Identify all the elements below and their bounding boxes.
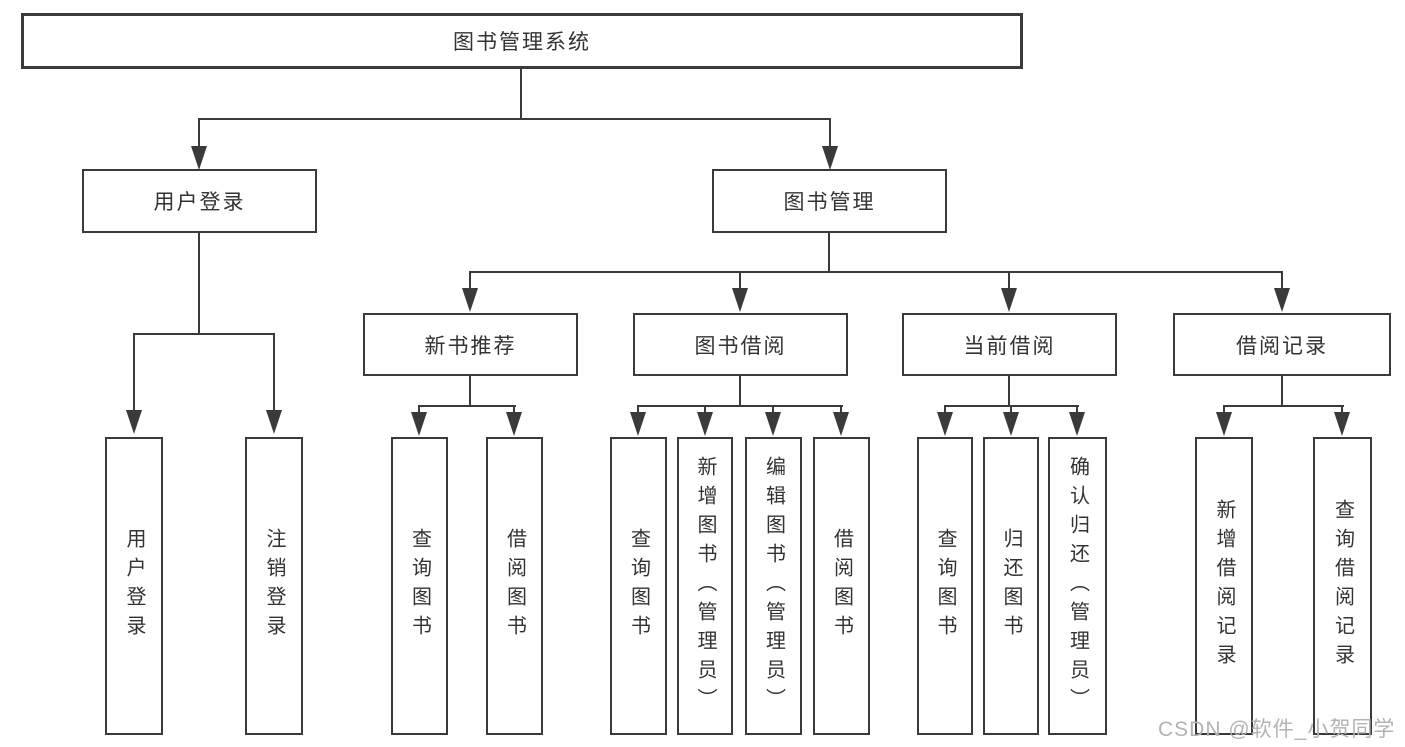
node-library-management-system: 图书管理系统 bbox=[21, 13, 1023, 69]
connector-line bbox=[1281, 272, 1283, 289]
node-leaf-user-login: 用户登录 bbox=[105, 437, 163, 735]
connector-line bbox=[1076, 406, 1078, 414]
connector-line bbox=[739, 376, 741, 406]
connector-line bbox=[133, 333, 275, 335]
connector-line bbox=[418, 406, 420, 414]
node-leaf-borrow-books: 借阅图书 bbox=[813, 437, 870, 735]
arrow-down-icon bbox=[1334, 412, 1350, 436]
node-label: 确认归还（管理员） bbox=[1066, 455, 1089, 717]
arrow-down-icon bbox=[765, 412, 781, 436]
connector-line bbox=[133, 334, 135, 411]
node-label: 查询图书 bbox=[627, 528, 650, 644]
node-leaf-query-books-recommend: 查询图书 bbox=[391, 437, 448, 735]
node-current-borrowing: 当前借阅 bbox=[902, 313, 1117, 376]
node-label: 归还图书 bbox=[1000, 528, 1022, 644]
node-label: 新书推荐 bbox=[424, 334, 517, 358]
connector-line bbox=[1008, 376, 1010, 406]
connector-line bbox=[520, 69, 522, 119]
node-label: 查询图书 bbox=[934, 528, 956, 644]
connector-line bbox=[469, 272, 471, 289]
node-label: 编辑图书（管理员） bbox=[762, 455, 785, 717]
node-label: 查询图书 bbox=[408, 528, 431, 644]
connector-line bbox=[637, 406, 639, 414]
node-label: 注销登录 bbox=[263, 528, 285, 644]
connector-line bbox=[469, 376, 471, 406]
node-leaf-add-books-admin: 新增图书（管理员） bbox=[677, 437, 733, 735]
arrow-down-icon bbox=[1216, 412, 1232, 436]
arrow-down-icon bbox=[732, 288, 748, 312]
connector-line bbox=[198, 118, 831, 120]
connector-line bbox=[637, 405, 843, 407]
arrow-down-icon bbox=[462, 288, 478, 312]
arrow-down-icon bbox=[833, 412, 849, 436]
connector-line bbox=[1223, 405, 1344, 407]
connector-line bbox=[469, 271, 1283, 273]
node-leaf-query-borrow-record: 查询借阅记录 bbox=[1313, 437, 1372, 735]
arrow-down-icon bbox=[937, 412, 953, 436]
node-book-borrowing: 图书借阅 bbox=[633, 313, 848, 376]
arrow-down-icon bbox=[697, 412, 713, 436]
arrow-down-icon bbox=[1001, 288, 1017, 312]
connector-line bbox=[418, 405, 516, 407]
node-leaf-edit-books-admin: 编辑图书（管理员） bbox=[745, 437, 802, 735]
connector-line bbox=[198, 233, 200, 334]
node-label: 借阅记录 bbox=[1236, 334, 1328, 358]
node-label: 用户登录 bbox=[153, 191, 246, 214]
arrow-down-icon bbox=[630, 412, 646, 436]
node-label: 借阅图书 bbox=[830, 528, 853, 644]
arrow-down-icon bbox=[126, 410, 142, 434]
connector-line bbox=[944, 406, 946, 414]
node-label: 新增借阅记录 bbox=[1213, 499, 1235, 673]
arrow-down-icon bbox=[1003, 412, 1019, 436]
arrow-down-icon bbox=[822, 146, 838, 170]
connector-line bbox=[1281, 376, 1283, 406]
connector-line bbox=[1008, 272, 1010, 289]
arrow-down-icon bbox=[1274, 288, 1290, 312]
node-leaf-query-books-current: 查询图书 bbox=[917, 437, 973, 735]
arrow-down-icon bbox=[411, 412, 427, 436]
node-borrowing-records: 借阅记录 bbox=[1173, 313, 1391, 376]
connector-line bbox=[198, 119, 200, 148]
csdn-watermark: CSDN @软件_小贺同学 bbox=[1158, 718, 1396, 741]
connector-line bbox=[829, 119, 831, 148]
arrow-down-icon bbox=[266, 410, 282, 434]
connector-line bbox=[840, 406, 842, 414]
arrow-down-icon bbox=[506, 412, 522, 436]
node-leaf-add-borrow-record: 新增借阅记录 bbox=[1195, 437, 1253, 735]
connector-line bbox=[739, 272, 741, 289]
connector-line bbox=[513, 406, 515, 414]
node-leaf-borrow-books-recommend: 借阅图书 bbox=[486, 437, 543, 735]
connector-line bbox=[1223, 406, 1225, 414]
connector-line bbox=[772, 406, 774, 414]
node-label: 图书管理系统 bbox=[453, 31, 591, 54]
node-book-management: 图书管理 bbox=[712, 169, 947, 233]
node-label: 图书管理 bbox=[783, 191, 876, 214]
node-label: 图书借阅 bbox=[694, 334, 787, 358]
node-leaf-return-books: 归还图书 bbox=[983, 437, 1039, 735]
node-label: 新增图书（管理员） bbox=[694, 455, 716, 717]
node-new-book-recommendation: 新书推荐 bbox=[363, 313, 578, 376]
node-leaf-logout: 注销登录 bbox=[245, 437, 303, 735]
node-label: 查询借阅记录 bbox=[1331, 499, 1354, 673]
connector-line bbox=[704, 406, 706, 414]
node-label: 用户登录 bbox=[123, 528, 145, 644]
node-label: 当前借阅 bbox=[963, 334, 1056, 358]
arrow-down-icon bbox=[1069, 412, 1085, 436]
node-label: 借阅图书 bbox=[503, 528, 526, 644]
node-leaf-confirm-return-admin: 确认归还（管理员） bbox=[1048, 437, 1107, 735]
arrow-down-icon bbox=[191, 146, 207, 170]
connector-line bbox=[273, 334, 275, 411]
connector-line bbox=[1341, 406, 1343, 414]
node-user-login: 用户登录 bbox=[82, 169, 317, 233]
connector-line bbox=[828, 233, 830, 273]
node-leaf-query-books-borrowing: 查询图书 bbox=[610, 437, 667, 735]
connector-line bbox=[1010, 406, 1012, 414]
